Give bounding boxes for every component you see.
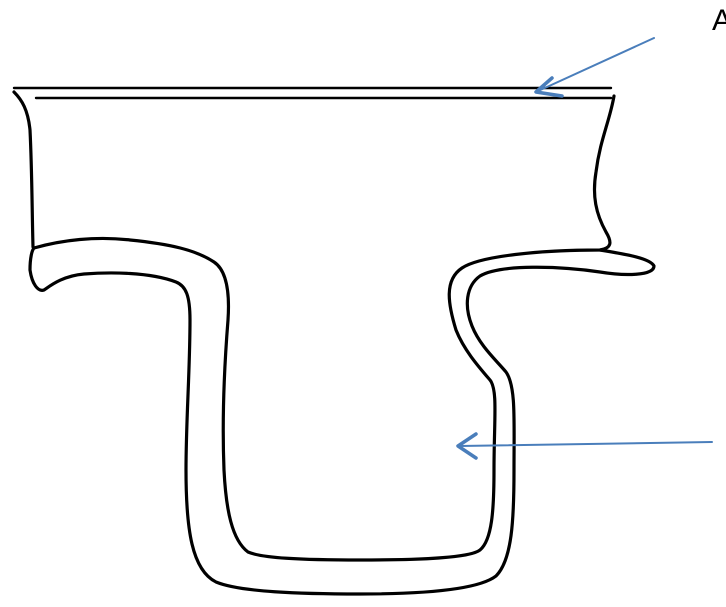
flange-right-hook	[28, 246, 656, 596]
arrow-to-channel-shaft	[459, 441, 713, 447]
label-a: A	[712, 4, 726, 37]
arrow-to-rim-head	[534, 76, 564, 98]
arrow-to-rim-shaft	[535, 37, 655, 93]
outer-outline	[12, 90, 616, 562]
arrow-to-channel-head	[456, 432, 478, 460]
